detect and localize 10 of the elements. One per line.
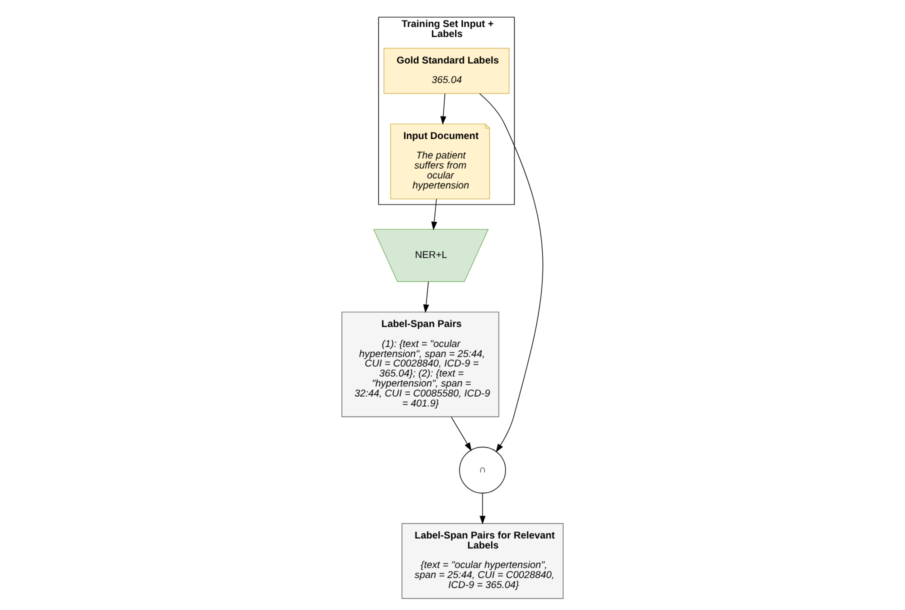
arrow <box>431 198 438 230</box>
node-circle: ∩ <box>459 446 506 494</box>
arrow <box>480 492 486 524</box>
arrow <box>450 416 472 452</box>
arrow <box>479 93 544 452</box>
node-box: Label-Span Pairs (1): {text = "ocular hypertension", span = 25:44, CUI = C0028840, ICD-9 = 365.04}; (2): {text = "hypertension", span = 32:44, CUI = C0085580, ICD-9 = 401.9} <box>341 312 500 418</box>
arrow <box>440 93 446 125</box>
node-box: Label-Span Pairs for Relevant Labels {text = "ocular hypertension", span = 25:44, CUI = C0028840, ICD-9 = 365.04} <box>402 523 564 599</box>
arrow <box>423 281 430 314</box>
node-box: Gold Standard Labels 365.04 <box>384 48 510 94</box>
